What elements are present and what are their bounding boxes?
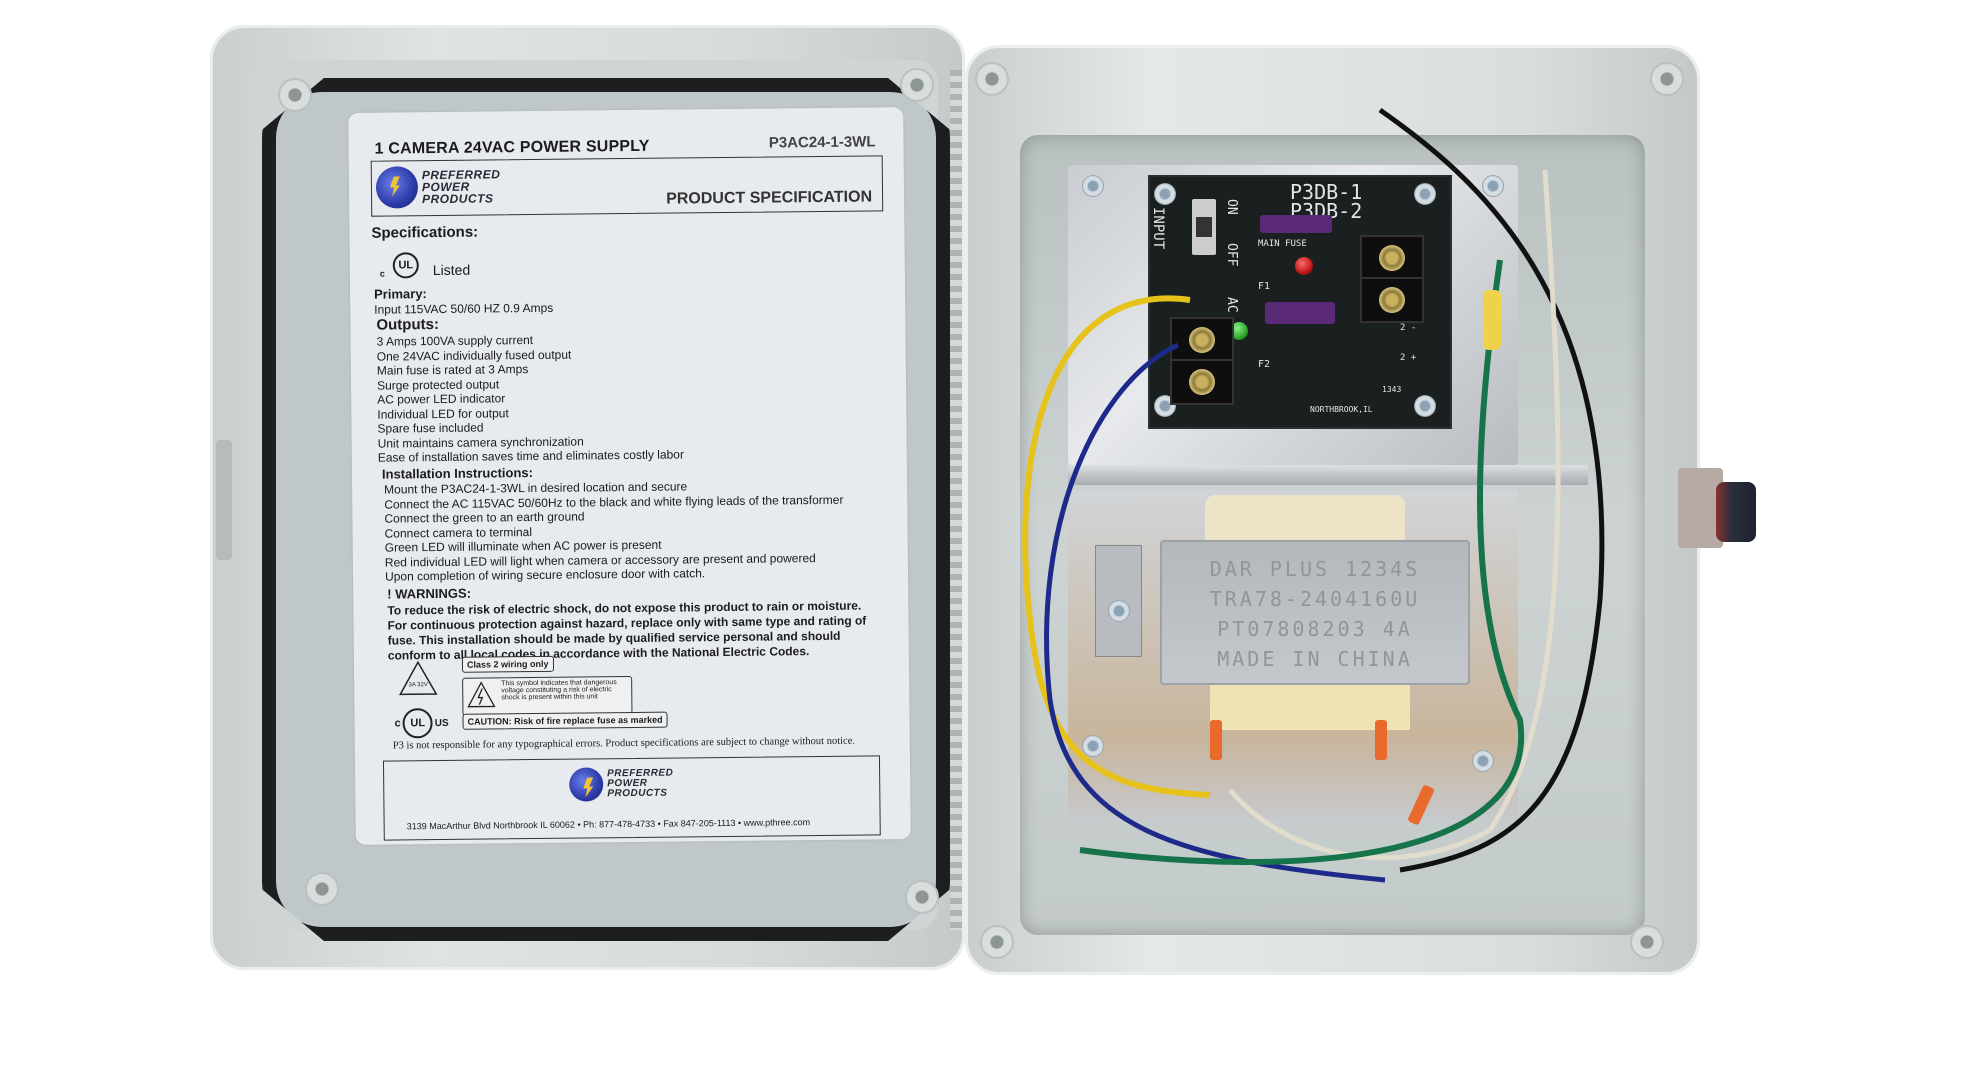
transformer-text: DAR PLUS 1234S (1209, 557, 1421, 581)
spade-connector (1375, 720, 1387, 760)
output-terminal (1360, 235, 1424, 281)
board-city: NORTHBROOK,IL (1310, 405, 1373, 414)
logo-globe-icon (569, 767, 604, 802)
ul-c: c (379, 268, 385, 279)
switch-off-label: OFF (1224, 243, 1239, 267)
plate-screw (1082, 735, 1104, 757)
main-fuse-label: MAIN FUSE (1258, 239, 1307, 249)
pcb-screw (1414, 395, 1436, 417)
high-voltage-icon (467, 681, 496, 708)
shock-notice: This symbol indicates that dangerous vol… (462, 675, 633, 716)
latch-plate (1678, 468, 1723, 548)
label-title: 1 CAMERA 24VAC POWER SUPPLY (374, 137, 650, 158)
outputs-list: 3 Amps 100VA supply current One 24VAC in… (377, 331, 685, 465)
power-switch[interactable] (1192, 199, 1216, 255)
shelf-bracket (1068, 465, 1588, 485)
enclosure-hinge (950, 70, 962, 930)
main-fuse (1260, 215, 1332, 233)
term-label: 2 + (1400, 353, 1417, 363)
specifications-heading: Specifications: (371, 223, 479, 242)
caution-badge: CAUTION: Risk of fire replace fuse as ma… (462, 711, 668, 730)
transformer-text: PT07808203 4A (1217, 617, 1413, 641)
ul-logo-icon: UL (402, 708, 433, 739)
disclaimer: P3 is not responsible for any typographi… (392, 735, 856, 752)
latch-knob[interactable] (1716, 482, 1756, 542)
logo-globe-icon (375, 166, 419, 209)
spec-label: 1 CAMERA 24VAC POWER SUPPLY P3AC24-1-3WL… (348, 107, 911, 845)
primary-line: Input 115VAC 50/60 HZ 0.9 Amps (374, 300, 554, 317)
pcb-screw (1154, 183, 1176, 205)
ground-crimp-connector (1483, 290, 1501, 350)
installation-heading: Installation Instructions: (381, 465, 534, 482)
board-code: 1343 (1382, 385, 1402, 394)
f1-fuse (1265, 302, 1335, 324)
input-terminal (1170, 359, 1234, 405)
spade-connector (1210, 720, 1222, 760)
input-label: INPUT (1150, 207, 1166, 250)
label-model: P3AC24-1-3WL (768, 133, 876, 152)
box-screw-hole (975, 62, 1009, 96)
ul-listed: c UL Listed (379, 252, 471, 279)
plate-screw (1472, 750, 1494, 772)
lid-screw-hole (305, 872, 339, 906)
class2-badge: Class 2 wiring only (461, 655, 554, 673)
outputs-heading: Outputs: (376, 315, 439, 334)
box-screw-hole (1630, 925, 1664, 959)
switch-on-label: ON (1224, 199, 1239, 215)
red-output-led (1295, 257, 1313, 275)
input-terminal (1170, 317, 1234, 363)
lid-screw-hole (900, 68, 934, 102)
installation-list: Mount the P3AC24-1-3WL in desired locati… (384, 478, 844, 584)
listed-text: Listed (432, 261, 471, 279)
enclosure-latch[interactable] (1678, 468, 1758, 548)
transformer-text: MADE IN CHINA (1217, 647, 1413, 671)
box-screw-hole (1650, 62, 1684, 96)
circuit-board: P3DB-1 P3DB-2 INPUT ON OFF AC MAIN FUSE … (1148, 175, 1452, 429)
warnings-text: To reduce the risk of electric shock, do… (387, 599, 866, 664)
ul-logo-icon: UL (392, 252, 419, 279)
ac-label: AC (1224, 297, 1239, 313)
lid-hinge-tab (216, 440, 232, 560)
transformer-screw (1108, 600, 1130, 622)
box-screw-hole (980, 925, 1014, 959)
lid-screw-hole (278, 78, 312, 112)
pcb-screw (1414, 183, 1436, 205)
f1-label: F1 (1258, 281, 1271, 292)
product-spec-heading: PRODUCT SPECIFICATION (666, 188, 873, 208)
warnings-heading: ! WARNINGS: (387, 585, 472, 602)
cul-us-mark: c UL US (394, 708, 449, 739)
primary-heading: Primary: (374, 286, 427, 302)
transformer: DAR PLUS 1234S TRA78-2404160U PT07808203… (1160, 540, 1470, 685)
output-item: Ease of installation saves time and elim… (377, 447, 685, 465)
shock-notice-line: shock is present within this unit (501, 693, 598, 702)
fuse-warning-triangle-icon: 3A 32V (398, 660, 438, 696)
footer-address: 3139 MacArthur Blvd Northbrook IL 60062 … (406, 817, 811, 832)
lid-screw-hole (905, 880, 939, 914)
bracket-screw (1082, 175, 1104, 197)
f2-label: F2 (1258, 359, 1271, 370)
term-label: 2 - (1400, 323, 1417, 333)
output-terminal (1360, 277, 1424, 323)
transformer-text: TRA78-2404160U (1209, 587, 1421, 611)
bracket-screw (1482, 175, 1504, 197)
